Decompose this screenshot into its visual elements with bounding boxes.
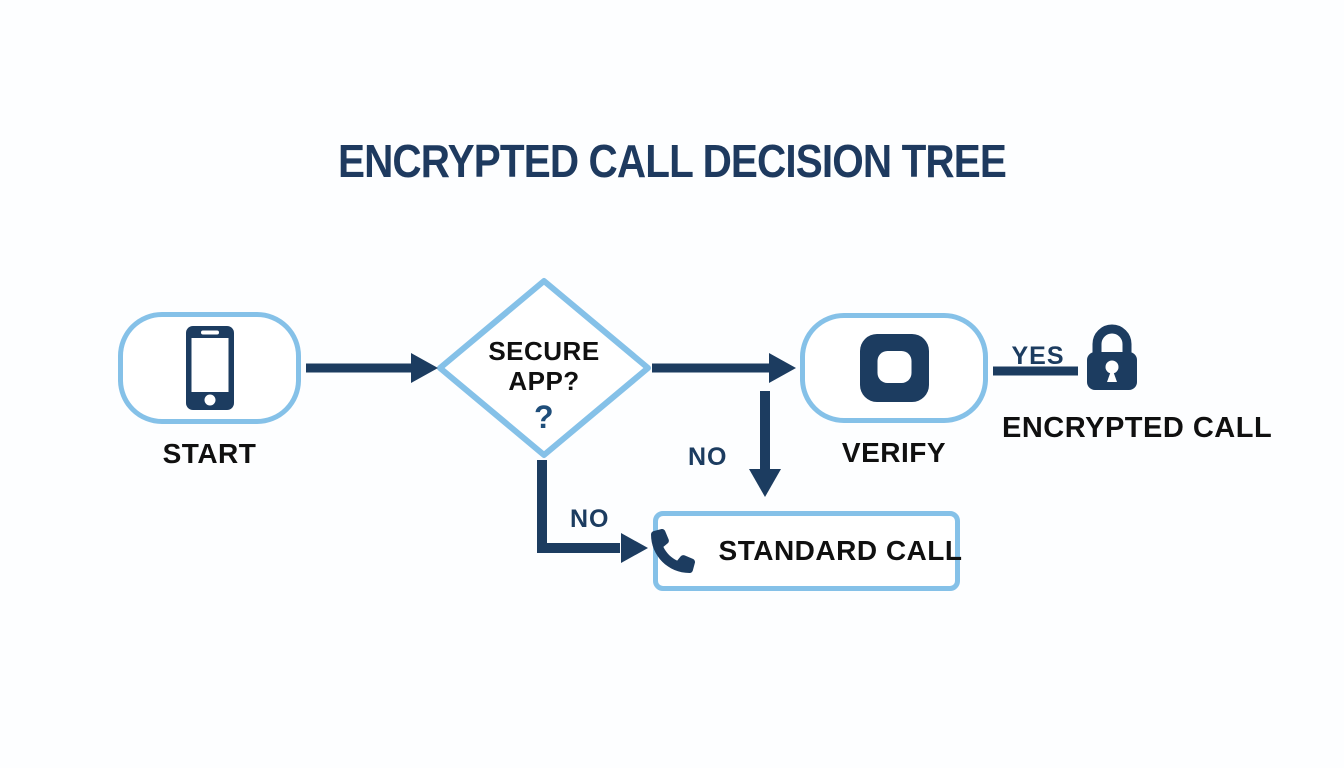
edge-no-to-standard-call	[749, 391, 781, 497]
edge-decision-no-to-standard-call	[537, 460, 648, 563]
verify-node	[800, 313, 988, 423]
no-edge-label-bottom: NO	[570, 505, 610, 533]
start-node	[118, 312, 301, 424]
decision-diamond-shape	[437, 278, 651, 458]
no-edge-label-top: NO	[688, 443, 728, 471]
edge-start-to-decision	[306, 353, 438, 383]
phone-handset-icon	[650, 529, 695, 573]
decision-question-mark: ?	[533, 399, 555, 435]
lock-icon	[1087, 324, 1137, 390]
yes-edge-label: YES	[1011, 342, 1065, 370]
decision-line1: SECURE	[488, 336, 600, 366]
decision-line2: APP?	[508, 366, 580, 396]
app-icon	[859, 334, 929, 402]
start-label: START	[162, 438, 257, 469]
smartphone-icon	[185, 326, 234, 410]
encrypted-call-label: ENCRYPTED CALL	[1002, 412, 1273, 444]
diagram-title: ENCRYPTED CALL DECISION TREE	[337, 135, 1007, 187]
decision-node: SECURE APP? ?	[444, 336, 644, 435]
standard-call-label: STANDARD CALL	[718, 535, 963, 566]
verify-label: VERIFY	[841, 437, 947, 468]
standard-call-node: STANDARD CALL	[650, 511, 963, 591]
edge-decision-to-verify	[652, 353, 796, 383]
